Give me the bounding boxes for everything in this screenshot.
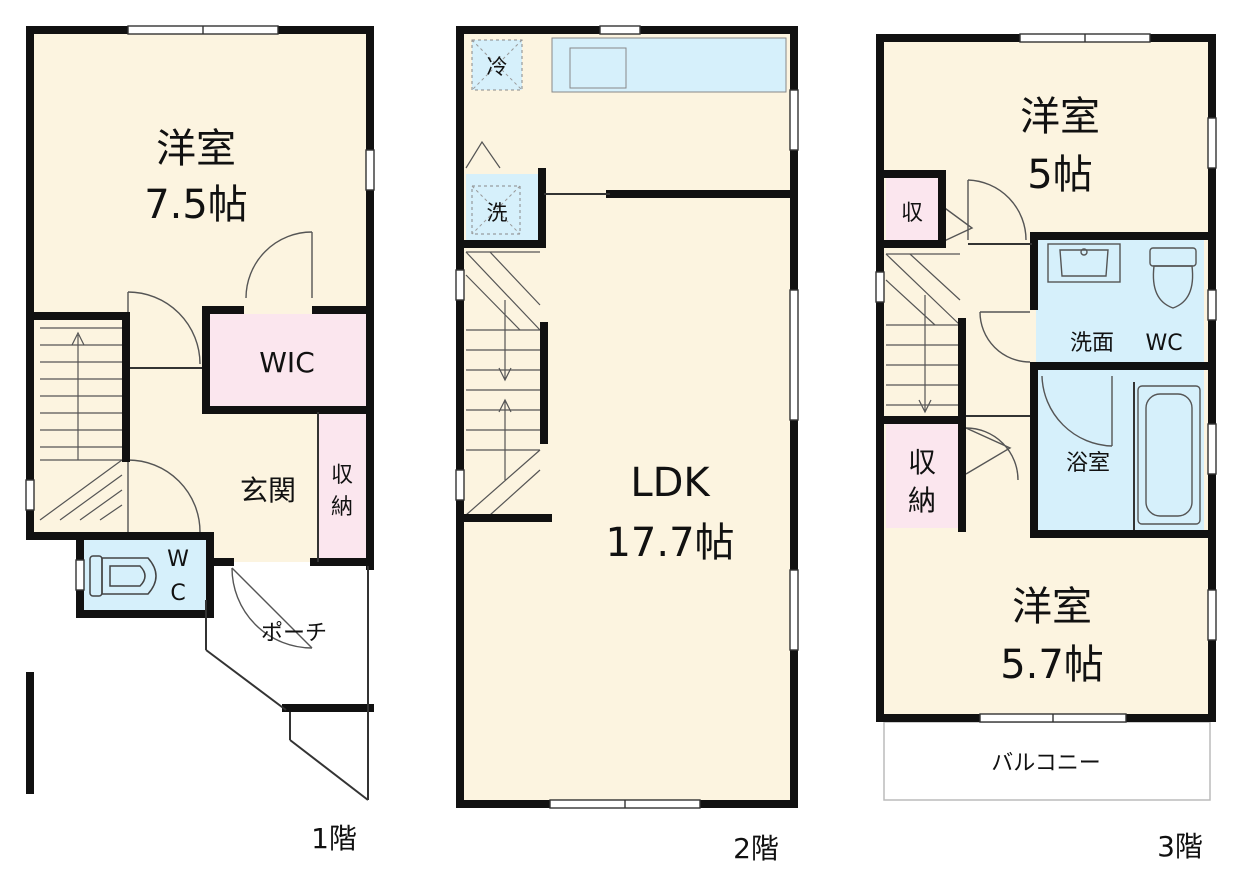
washer-space	[466, 174, 538, 242]
sink	[569, 47, 627, 89]
stairs-f3	[885, 253, 961, 414]
f2-ldk-size: 17.7帖	[605, 520, 734, 566]
f2-fridge-label: 冷	[487, 55, 508, 79]
stairs-f2	[465, 140, 541, 516]
ldk-fill	[464, 34, 790, 800]
f1-western-name: 洋室	[156, 126, 236, 172]
windows-f2	[455, 25, 799, 809]
f1-wc-label-2: C	[170, 581, 185, 606]
thin-walls-f3	[966, 243, 1135, 530]
kitchen-counter	[551, 37, 787, 93]
wic-fill	[206, 314, 366, 408]
f3-bath-label: 浴室	[1066, 451, 1110, 476]
f2-floor-label: 2階	[733, 832, 779, 865]
windows-f1	[25, 25, 375, 591]
closet-fill	[886, 178, 938, 242]
walls-f2	[456, 26, 798, 808]
f3-western-b-size: 5.7帖	[1000, 642, 1104, 688]
f3-closet-label: 収	[901, 201, 923, 226]
f1-storage-label-2: 納	[331, 495, 353, 520]
f3-wc-label: WC	[1145, 331, 1182, 356]
thin-walls-f1	[130, 367, 369, 801]
western-room-7-5-fill	[34, 34, 370, 314]
f1-western-size: 7.5帖	[144, 182, 248, 228]
hall-fill	[34, 314, 206, 532]
f3-storage-label-1: 収	[908, 446, 936, 479]
f3-western-b-name: 洋室	[1012, 584, 1092, 630]
f3-storage-label-2: 納	[908, 484, 936, 517]
f3-western-a-size: 5帖	[1027, 152, 1092, 198]
f1-wc-label-1: W	[167, 547, 189, 572]
floor-3	[875, 33, 1217, 801]
entrance-fill	[206, 410, 318, 562]
fixtures-f3	[941, 179, 1201, 525]
bath-fill	[1036, 370, 1204, 530]
f2-ldk-name: LDK	[630, 460, 711, 506]
f1-entrance-label: 玄関	[240, 474, 296, 507]
f3-western-a-name: 洋室	[1020, 94, 1100, 140]
stairs-f1	[39, 327, 123, 521]
f1-storage-label-1: 収	[331, 463, 353, 488]
f3-balcony-label: バルコニー	[991, 751, 1101, 776]
doors-f1	[127, 231, 313, 649]
f1-wic-label: WIC	[259, 346, 315, 379]
f1-porch-label: ポーチ	[261, 621, 327, 646]
floor-1	[25, 25, 375, 801]
fridge-space	[471, 39, 523, 91]
f3-floor-label: 3階	[1157, 830, 1203, 863]
storage-f3-fill	[886, 424, 958, 528]
storage-fill	[318, 412, 366, 562]
toilet-icon	[89, 555, 157, 597]
f3-washroom-label: 洗面	[1070, 331, 1114, 356]
f1-floor-label: 1階	[311, 822, 357, 855]
f2-washer-label: 洗	[487, 201, 508, 225]
floor-2	[455, 25, 799, 809]
balcony	[883, 721, 1211, 801]
windows-f3	[875, 33, 1217, 723]
